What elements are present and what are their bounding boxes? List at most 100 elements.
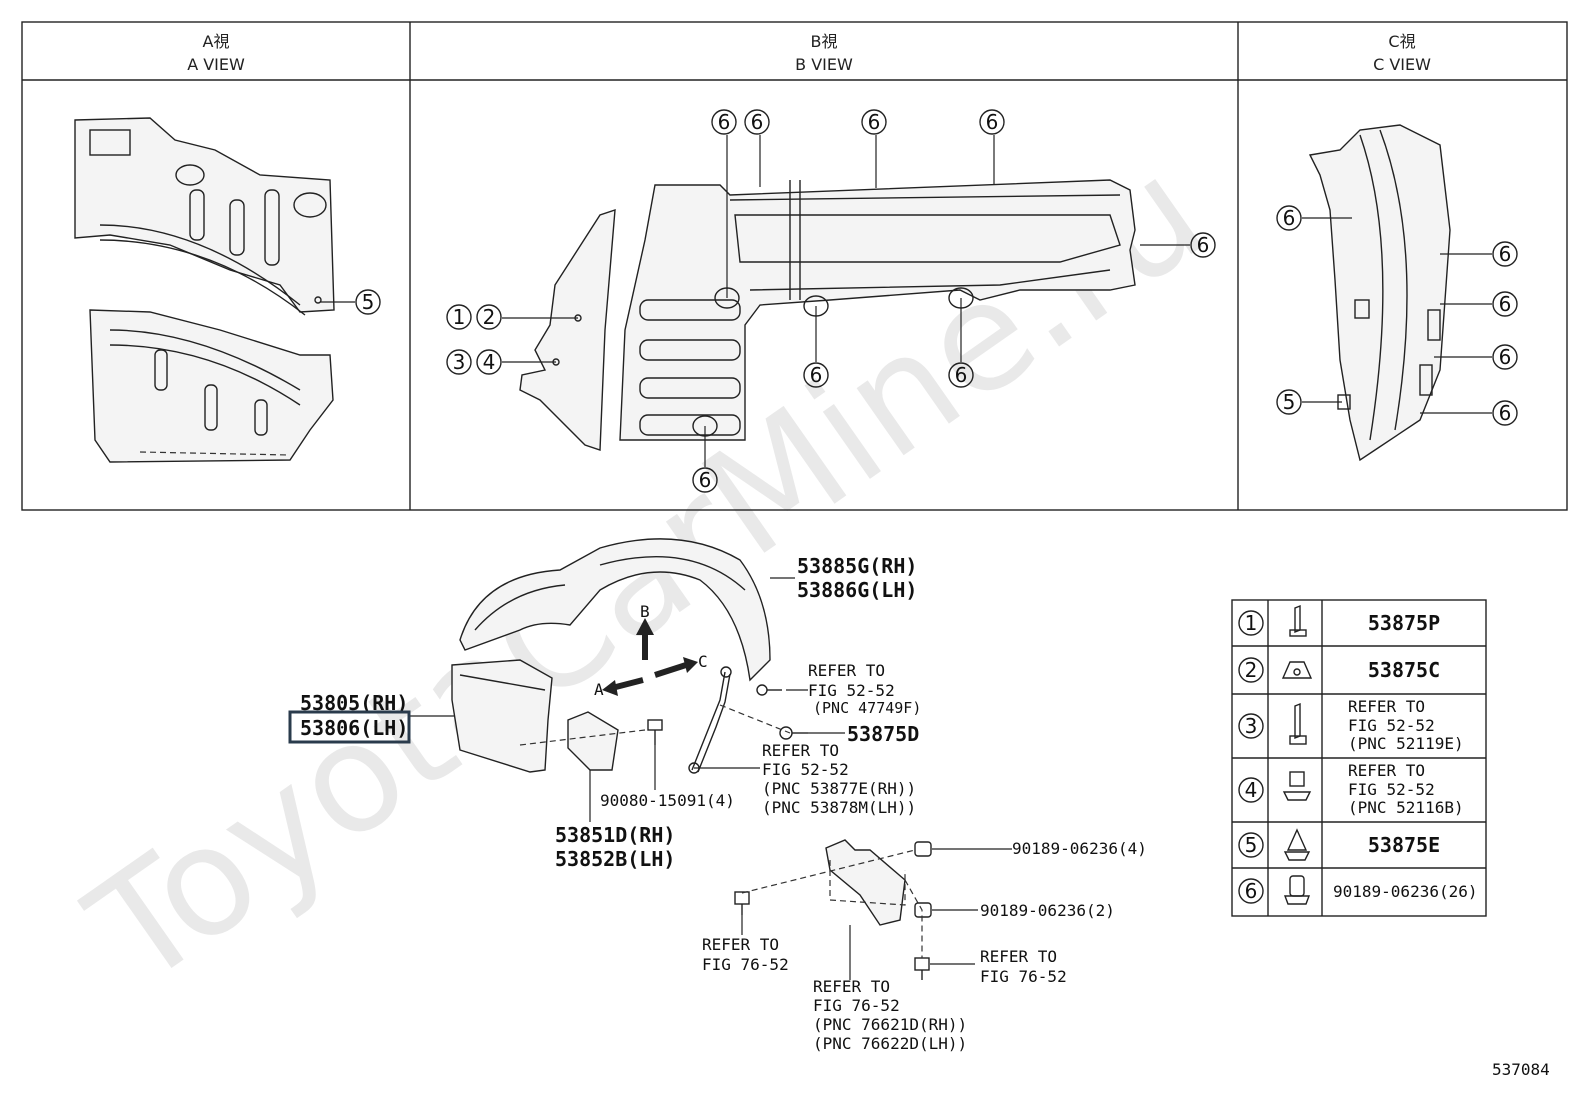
svg-text:6: 6: [868, 110, 881, 134]
svg-text:6: 6: [1499, 401, 1512, 425]
svg-text:FIG 52-52: FIG 52-52: [1348, 780, 1435, 799]
clip-icon-90189-2: [914, 902, 932, 918]
arrow-c-label: C: [698, 652, 708, 671]
svg-text:(PNC 47749F): (PNC 47749F): [813, 699, 921, 717]
ref-note-76-52-left: REFER TO FIG 76-52: [702, 935, 789, 974]
label-bolt-90080: 90080-15091(4): [600, 791, 735, 810]
svg-text:FIG 52-52: FIG 52-52: [1348, 716, 1435, 735]
direction-arrows: [602, 618, 698, 696]
callout-6-b6: 6: [803, 362, 829, 388]
callout-6-b4: 6: [979, 109, 1005, 135]
label-liner-lh: 53886G(LH): [797, 578, 917, 602]
svg-text:5: 5: [1283, 390, 1296, 414]
legend-row-6: 6 90189-06236(26): [1238, 875, 1478, 905]
svg-text:6: 6: [718, 110, 731, 134]
svg-text:REFER TO: REFER TO: [808, 661, 885, 680]
arrow-b-label: B: [640, 602, 650, 621]
ref-note-76621d: REFER TO FIG 76-52 (PNC 76621D(RH)) (PNC…: [813, 977, 967, 1053]
svg-text:53875E: 53875E: [1368, 833, 1440, 857]
label-clip-90189-4: 90189-06236(4): [1012, 839, 1147, 858]
nut-clip-icon: [1281, 661, 1313, 679]
assembly-lines: [410, 577, 1012, 980]
label-seal-rh: 53851D(RH): [555, 823, 675, 847]
callout-6-c3: 6: [1492, 291, 1518, 317]
clip-icon-53875d: [779, 726, 808, 740]
svg-text:6: 6: [1499, 242, 1512, 266]
callout-6-c1: 6: [1276, 205, 1302, 231]
svg-text:5: 5: [362, 290, 375, 314]
c-view-leaders: [1302, 217, 1492, 414]
svg-text:6: 6: [986, 110, 999, 134]
svg-text:REFER TO: REFER TO: [980, 947, 1057, 966]
svg-text:4: 4: [483, 350, 496, 374]
clip-icon: [1283, 875, 1311, 905]
a-view-title-jp: A視: [203, 32, 230, 51]
callout-5-c: 5: [1276, 389, 1302, 415]
callout-6-b1: 6: [711, 109, 737, 135]
label-seal-lh: 53852B(LH): [555, 847, 675, 871]
svg-text:FIG 76-52: FIG 76-52: [702, 955, 789, 974]
harness-bracket: [688, 666, 732, 774]
screw-icon: [1289, 604, 1307, 637]
ref-note-47749f: REFER TO FIG 52-52 (PNC 47749F): [808, 661, 921, 717]
label-clip-90189-2: 90189-06236(2): [980, 901, 1115, 920]
ref-note-53877e: REFER TO FIG 52-52 (PNC 53877E(RH)) (PNC…: [762, 741, 916, 817]
svg-text:6: 6: [1245, 879, 1258, 903]
callout-6-b3: 6: [861, 109, 887, 135]
svg-text:2: 2: [1245, 658, 1258, 682]
svg-text:1: 1: [453, 305, 466, 329]
svg-text:REFER TO: REFER TO: [1348, 761, 1425, 780]
legend-row-2: 2 53875C: [1238, 657, 1440, 683]
ref-note-76-52-right: REFER TO FIG 76-52: [980, 947, 1067, 986]
callout-2-b: 2: [476, 304, 502, 330]
svg-text:4: 4: [1245, 778, 1258, 802]
svg-text:5: 5: [1245, 833, 1258, 857]
screw-icon-47749f: [756, 684, 782, 696]
svg-text:1: 1: [1245, 611, 1258, 635]
figure-id: 537084: [1492, 1060, 1550, 1079]
callout-5-a-view: 5: [355, 289, 381, 315]
svg-text:6: 6: [1283, 206, 1296, 230]
callout-3-b: 3: [446, 349, 472, 375]
svg-text:FIG 52-52: FIG 52-52: [762, 760, 849, 779]
svg-text:2: 2: [483, 305, 496, 329]
svg-text:FIG 52-52: FIG 52-52: [808, 681, 895, 700]
arrow-a-label: A: [594, 680, 604, 699]
mudflap: [825, 839, 906, 926]
svg-text:53875P: 53875P: [1368, 611, 1440, 635]
label-shield-lh: 53806(LH): [300, 716, 408, 740]
svg-text:6: 6: [699, 468, 712, 492]
svg-text:3: 3: [453, 350, 466, 374]
b-view-liner: [619, 179, 1136, 441]
label-liner-rh: 53885G(RH): [797, 554, 917, 578]
b-view-title: B VIEW: [795, 55, 853, 74]
callout-6-c4: 6: [1492, 344, 1518, 370]
svg-text:6: 6: [1499, 292, 1512, 316]
bolt-icon-76-52-left: [734, 891, 750, 915]
svg-text:(PNC 52116B): (PNC 52116B): [1348, 798, 1464, 817]
svg-text:53875C: 53875C: [1368, 658, 1440, 682]
svg-text:6: 6: [751, 110, 764, 134]
svg-text:6: 6: [1499, 345, 1512, 369]
callout-1-b: 1: [446, 304, 472, 330]
legend-table-frame: [1231, 599, 1487, 917]
svg-text:3: 3: [1245, 714, 1258, 738]
c-view-part: [1308, 124, 1451, 462]
svg-text:90189-06236(26): 90189-06236(26): [1333, 882, 1478, 901]
svg-text:FIG 76-52: FIG 76-52: [980, 967, 1067, 986]
svg-text:REFER TO: REFER TO: [762, 741, 839, 760]
legend-row-5: 5 53875E: [1238, 828, 1440, 861]
svg-text:6: 6: [1197, 233, 1210, 257]
callout-6-b5: 6: [1190, 232, 1216, 258]
legend-row-3: 3 REFER TO FIG 52-52 (PNC 52119E): [1238, 697, 1464, 753]
label-clip-53875d: 53875D: [847, 722, 919, 746]
legend-row-4: 4 REFER TO FIG 52-52 (PNC 52116B): [1238, 761, 1464, 817]
bolt-icon-76-52-right: [914, 957, 930, 980]
c-view-title: C VIEW: [1373, 55, 1431, 74]
grommet-icon: [1282, 771, 1312, 801]
legend-row-1: 1 53875P: [1238, 604, 1440, 637]
svg-text:(PNC 76621D(RH)): (PNC 76621D(RH)): [813, 1015, 967, 1034]
svg-text:6: 6: [955, 363, 968, 387]
b-view-leaders: [502, 135, 1190, 467]
